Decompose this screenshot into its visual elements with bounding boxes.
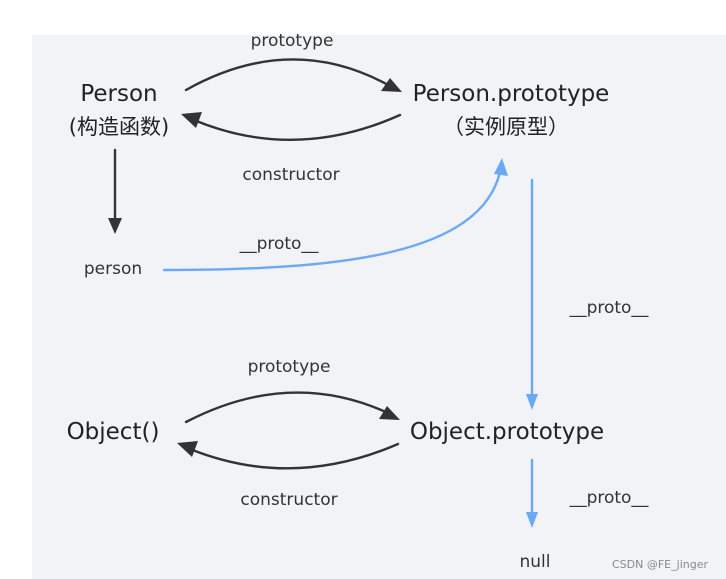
- arrow-proto-person: [162, 170, 502, 272]
- arrowhead-proto-bottom: [526, 512, 538, 528]
- label-proto-bottom: __proto__: [569, 488, 649, 508]
- arrowhead-prototype-bottom: [379, 406, 400, 420]
- node-person-constructor: Person: [80, 81, 157, 107]
- arrowhead-proto-person: [494, 158, 508, 176]
- arrowhead-prototype-top: [381, 78, 402, 92]
- label-proto-right: __proto__: [569, 298, 649, 318]
- node-person-prototype: Person.prototype: [413, 81, 610, 107]
- arrow-constructor-bottom: [188, 442, 400, 470]
- node-person-prototype-subtitle: （实例原型）: [443, 115, 569, 139]
- arrowhead-proto-right: [526, 394, 538, 410]
- arrowhead-constructor-top: [181, 112, 202, 128]
- node-person-constructor-subtitle: (构造函数): [69, 115, 169, 139]
- node-object-prototype: Object.prototype: [410, 419, 604, 445]
- arrow-prototype-top: [184, 58, 392, 92]
- label-prototype-bottom: prototype: [248, 357, 331, 377]
- arrow-constructor-top: [192, 113, 402, 142]
- node-object-constructor: Object(): [67, 419, 160, 445]
- watermark: CSDN @FE_jinger: [612, 558, 708, 571]
- label-constructor-top: constructor: [242, 165, 339, 185]
- label-prototype-top: prototype: [251, 31, 334, 51]
- diagram-background: [32, 35, 726, 579]
- node-null: null: [520, 552, 551, 572]
- arrow-prototype-bottom: [184, 391, 390, 424]
- arrowhead-constructor-bottom: [177, 441, 198, 457]
- label-proto-person: __proto__: [239, 234, 319, 254]
- label-constructor-bottom: constructor: [240, 490, 337, 510]
- arrowhead-person-to-instance: [108, 218, 122, 234]
- node-person-instance: person: [84, 259, 142, 279]
